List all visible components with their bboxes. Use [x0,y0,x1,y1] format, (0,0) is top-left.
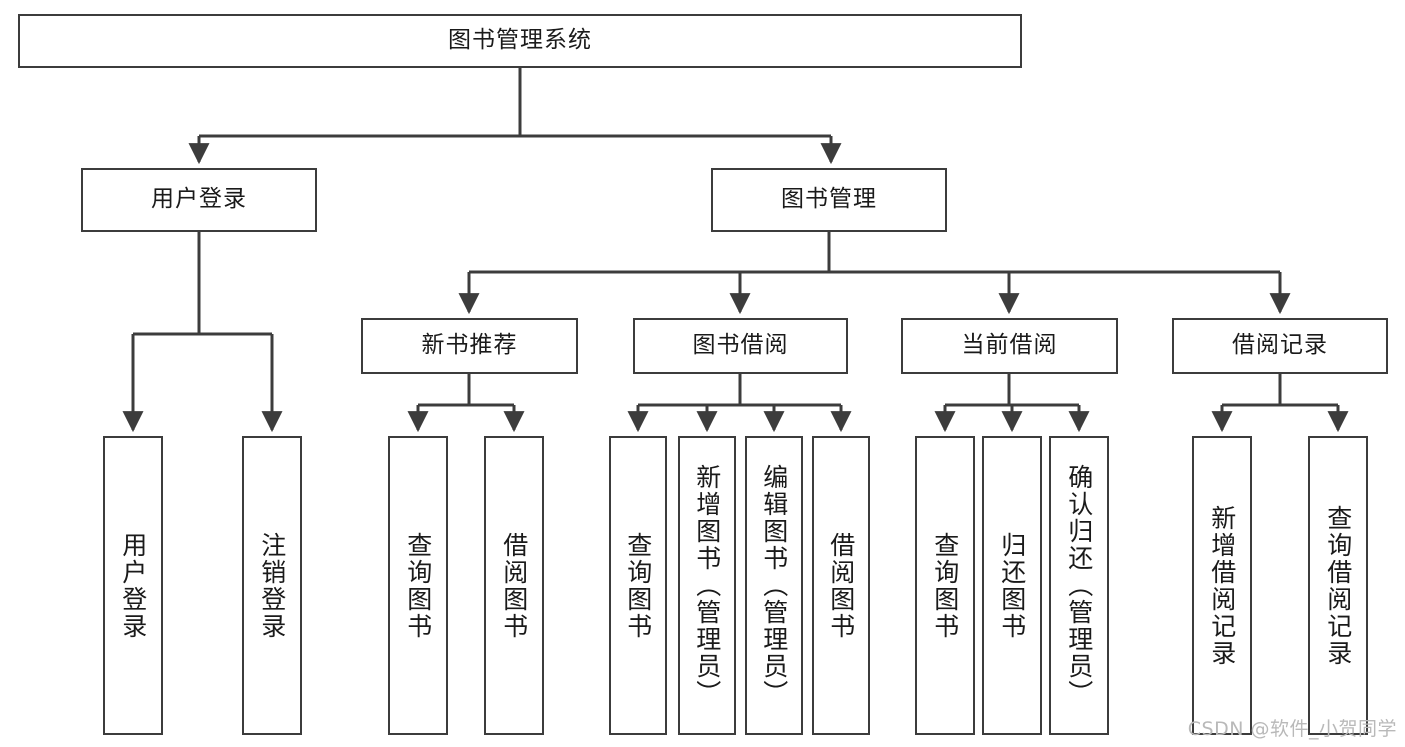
node-root-label: 图书管理系统 [448,27,592,54]
node-new-book-recommend[interactable]: 新书推荐 [361,318,578,374]
node-leaf-return-book[interactable]: 归还图书 [982,436,1042,735]
node-leaf-logout-login-label: 注销登录 [257,531,287,640]
node-leaf-logout-login[interactable]: 注销登录 [242,436,302,735]
node-borrow-records[interactable]: 借阅记录 [1172,318,1388,374]
node-leaf-query-borrow-record[interactable]: 查询借阅记录 [1308,436,1368,735]
node-leaf-add-borrow-record[interactable]: 新增借阅记录 [1192,436,1252,735]
node-current-borrow-label: 当前借阅 [961,332,1058,359]
node-leaf-query-book-1[interactable]: 查询图书 [388,436,448,735]
node-leaf-add-book-admin-label: 新增图书（管理员） [692,464,722,707]
node-book-borrow-label: 图书借阅 [692,332,789,359]
node-user-login-label: 用户登录 [151,186,247,213]
node-root[interactable]: 图书管理系统 [18,14,1022,68]
node-user-login[interactable]: 用户登录 [81,168,317,232]
node-book-management[interactable]: 图书管理 [711,168,947,232]
node-leaf-borrow-book-1-label: 借阅图书 [499,531,529,640]
node-leaf-confirm-return-admin[interactable]: 确认归还（管理员） [1049,436,1109,735]
node-leaf-borrow-book-1[interactable]: 借阅图书 [484,436,544,735]
node-leaf-return-book-label: 归还图书 [997,531,1027,640]
node-book-borrow[interactable]: 图书借阅 [633,318,848,374]
node-leaf-query-book-1-label: 查询图书 [403,531,433,640]
node-leaf-query-book-3[interactable]: 查询图书 [915,436,975,735]
node-leaf-query-book-3-label: 查询图书 [930,531,960,640]
node-leaf-user-login[interactable]: 用户登录 [103,436,163,735]
csdn-watermark: CSDN @软件_小贺同学 [1187,718,1397,740]
node-current-borrow[interactable]: 当前借阅 [901,318,1118,374]
node-leaf-confirm-return-admin-label: 确认归还（管理员） [1064,464,1094,707]
node-leaf-add-borrow-record-label: 新增借阅记录 [1207,504,1237,667]
node-leaf-user-login-label: 用户登录 [118,531,148,640]
node-book-management-label: 图书管理 [781,186,877,213]
node-borrow-records-label: 借阅记录 [1232,332,1328,359]
node-leaf-edit-book-admin-label: 编辑图书（管理员） [759,464,789,707]
node-leaf-edit-book-admin[interactable]: 编辑图书（管理员） [745,436,803,735]
node-leaf-borrow-book-2-label: 借阅图书 [826,531,856,640]
node-leaf-borrow-book-2[interactable]: 借阅图书 [812,436,870,735]
node-leaf-add-book-admin[interactable]: 新增图书（管理员） [678,436,736,735]
node-leaf-query-borrow-record-label: 查询借阅记录 [1323,504,1353,667]
node-new-book-recommend-label: 新书推荐 [421,332,518,359]
node-leaf-query-book-2-label: 查询图书 [623,531,653,640]
node-leaf-query-book-2[interactable]: 查询图书 [609,436,667,735]
